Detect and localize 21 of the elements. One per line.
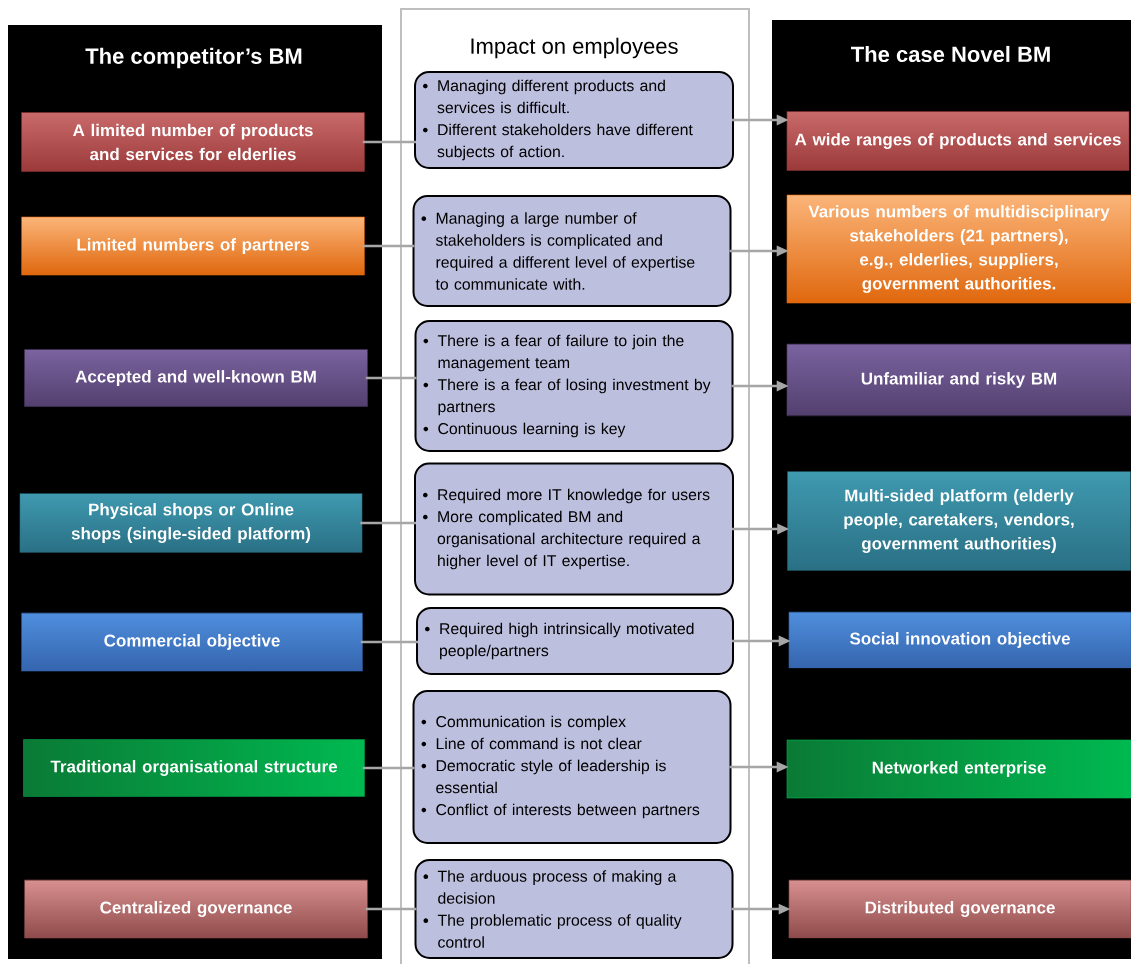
feature-box: A wide ranges of products and services	[786, 111, 1130, 171]
bullet-box: There is a fear of failure to join the management team There is a fear of losing investment by partners Continuous learning is key	[414, 320, 734, 452]
feature-box: Physical shops or Online shops (single-sided platform)	[19, 493, 363, 553]
feature-box: Networked enterprise	[786, 739, 1131, 799]
feature-box: Traditional organisational structure	[23, 739, 365, 797]
feature-box: A limited number of products and services for elderlies	[21, 112, 365, 172]
feature-box: Centralized governance	[24, 879, 368, 939]
bullet-box: Communication is complex Line of command is not clear Democratic style of leadership is essential Conflict of interests between partners	[412, 690, 732, 844]
bullet-box: Managing a large number of stakeholders is complicated and required a different level of expertise to communicate with.	[412, 195, 732, 307]
feature-box: Social innovation objective	[788, 611, 1131, 669]
feature-box: Accepted and well-known BM	[24, 349, 368, 407]
feature-box: Distributed governance	[788, 879, 1131, 939]
bullet-box: Required high intrinsically motivated people/partners	[416, 607, 734, 675]
feature-box: Limited numbers of partners	[21, 216, 365, 276]
bullet-box: The arduous process of making a decision The problematic process of quality control	[414, 859, 734, 959]
bullet-box: Required more IT knowledge for users More complicated BM and organisational architecture required a higher level of IT expertise.	[414, 462, 734, 596]
bullet-box: Managing different products and services is difficult. Different stakeholders have different subjects of action.	[414, 71, 734, 169]
feature-box: Commercial objective	[21, 612, 363, 672]
feature-box: Unfamiliar and risky BM	[786, 343, 1131, 417]
feature-box: Various numbers of multidisciplinary stakeholders (21 partners), e.g., elderlies, suppliers, government authorities.	[786, 194, 1131, 304]
feature-box: Multi-sided platform (elderly people, caretakers, vendors, government authorities)	[787, 471, 1131, 571]
